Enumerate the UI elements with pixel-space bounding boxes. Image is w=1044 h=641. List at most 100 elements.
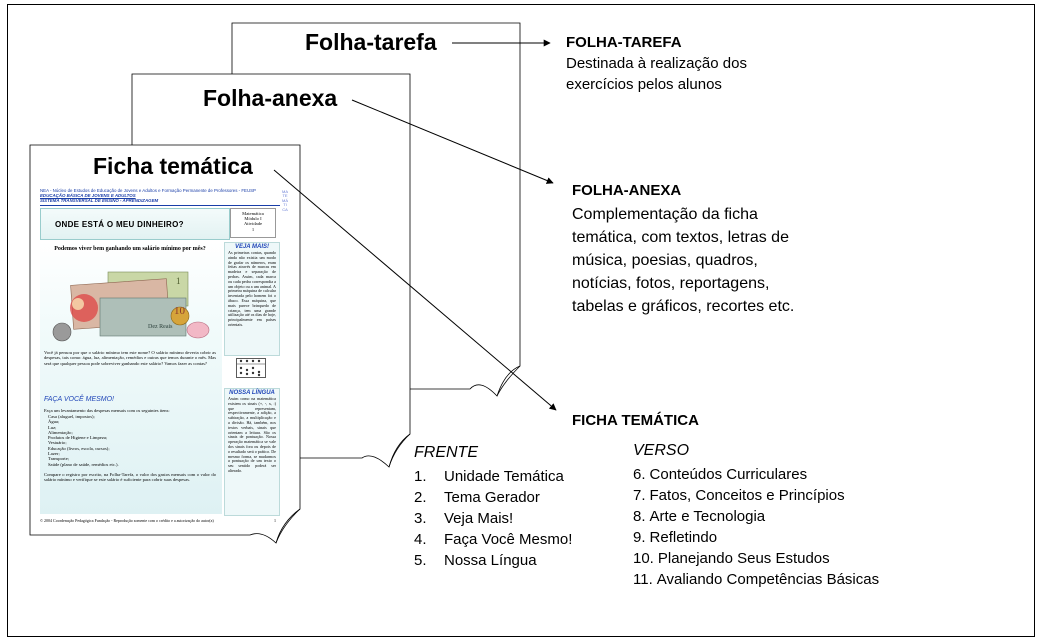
frente-heading: FRENTE [414,444,478,461]
preview-veja-heading: VEJA MAIS! [234,244,270,250]
list-item: 7.Fatos, Conceitos e Princípios [633,485,879,506]
preview-faca-item: Saúde (plano de saúde, remédios etc.). [48,461,119,467]
list-item-number: 3. [414,510,427,527]
preview-tag-line: Matemática [242,211,264,216]
list-item: 9.Refletindo [633,527,879,548]
list-item-number: 8. [633,508,646,525]
sheet-title-anexa: Folha-anexa [200,85,341,112]
preview-tag-line: 1 [251,226,255,232]
preview-side-strip: MATEMÁTICA [282,189,288,212]
annotation-anexa-body: Complementação da ficha temática, com te… [572,203,794,318]
annotation-line: música, poesias, quadros, [572,252,758,269]
preview-rule [40,205,280,206]
list-item: 4. Faça Você Mesmo! [414,529,572,550]
list-item-number: 7. [633,487,646,504]
annotation-line: tabelas e gráficos, recortes etc. [572,298,795,315]
preview-header-line: EDUCAÇÃO BÁSICA DE JOVENS E ADULTOS [40,193,136,198]
arrow-anexa [351,99,554,184]
preview-faca-item: Água; [48,419,60,425]
sheet-title-ficha: Ficha temática [90,153,256,180]
preview-header: NEA - Núcleo de Estudos de Educação de J… [40,188,280,203]
list-item-number: 10. [633,550,654,567]
preview-faca-item: Produtos de Higiene e Limpeza; [48,435,108,441]
diagram-frame [7,4,1035,637]
list-item: 11.Avaliando Competências Básicas [633,569,879,590]
preview-header-line: NEA - Núcleo de Estudos de Educação de J… [40,188,256,193]
preview-faca-item: Educação (livros, escola, cursos); [48,445,110,451]
list-item-label: Faça Você Mesmo! [444,531,573,548]
preview-veja-box: VEJA MAIS! As primeiras contas, quando a… [224,242,280,356]
preview-faca-item: Lazer; [48,451,60,457]
list-item-label: Conteúdos Curriculares [649,466,808,483]
preview-title: ONDE ESTÁ O MEU DINHEIRO? [55,220,184,229]
svg-text:1: 1 [176,276,181,286]
list-item-label: Nossa Língua [444,552,537,569]
preview-lead-question: Podemos viver bem ganhando um salário mí… [54,246,206,252]
annotation-line: Complementação da ficha [572,206,758,223]
abacus-icon [236,358,266,378]
list-item: 10.Planejando Seus Estudos [633,548,879,569]
preview-faca-list: Casa (aluguel, impostos); Água; Luz; Ali… [48,414,216,467]
svg-text:Dez Reais: Dez Reais [148,324,173,330]
list-item: 1. Unidade Temática [414,466,572,487]
preview-faca-intro: Faça um levantamento das despesas mensai… [44,408,170,413]
list-item: 5. Nossa Língua [414,550,572,571]
annotation-line: exercícios pelos alunos [566,76,722,93]
preview-nossa-heading: NOSSA LÍNGUA [229,390,275,396]
preview-nossa-box: NOSSA LÍNGUA Assim como na matemática ex… [224,388,280,516]
list-item-label: Tema Gerador [444,489,540,506]
verso-list: 6.Conteúdos Curriculares 7.Fatos, Concei… [633,464,879,590]
list-item-label: Avaliando Competências Básicas [656,571,880,588]
arrow-ficha [273,169,557,411]
preview-faca-item: Alimentação; [48,429,73,435]
annotation-anexa-title: FOLHA-ANEXA [572,182,682,199]
preview-faca-heading: FAÇA VOCÊ MESMO! [44,396,115,403]
preview-footer: © 2004 Coordenação Pedagógica Fundação -… [40,518,280,523]
preview-header-line: SISTEMA TRANSVERSAL DE ENSINO - APRENDIZ… [40,198,159,203]
list-item-label: Arte e Tecnologia [649,508,766,525]
list-item-number: 5. [414,552,427,569]
frente-list: 1. Unidade Temática 2. Tema Gerador 3. Veja… [414,466,572,571]
preview-nossa-text: Assim como na matemática existem os sina… [228,396,276,473]
preview-faca-closing: Compare o registro por escrito, na Folha… [44,472,216,483]
preview-tag-line: Atividade [243,221,263,227]
preview-page-number: 1 [274,518,276,523]
list-item-label: Refletindo [649,529,718,546]
annotation-line: temática, com textos, letras de [572,229,789,246]
list-item-number: 6. [633,466,646,483]
preview-veja-text: As primeiras contas, quando ainda não ex… [228,250,276,327]
list-item: 8.Arte e Tecnologia [633,506,879,527]
list-item-number: 11. [633,571,653,588]
list-item-label: Unidade Temática [444,468,564,485]
list-item-label: Fatos, Conceitos e Princípios [649,487,845,504]
annotation-ficha-title: FICHA TEMÁTICA [572,412,699,429]
sheet-title-tarefa: Folha-tarefa [302,29,440,56]
list-item: 6.Conteúdos Curriculares [633,464,879,485]
list-item-number: 9. [633,529,646,546]
money-illustration: Dez Reais 1 10 [52,271,210,342]
preview-faca-item: Casa (aluguel, impostos); [48,414,95,419]
preview-intro-paragraph: Você já pensou por que o salário mínimo … [44,350,216,366]
verso-heading: VERSO [633,442,690,459]
ficha-page-preview: NEA - Núcleo de Estudos de Educação de J… [40,188,288,532]
preview-title-box: ONDE ESTÁ O MEU DINHEIRO? [40,208,230,240]
annotation-line: Destinada à realização dos [566,55,747,72]
list-item-number: 1. [414,468,427,485]
annotation-tarefa-title: FOLHA-TAREFA [566,34,682,51]
preview-main-panel: Podemos viver bem ganhando um salário mí… [40,242,222,514]
list-item: 2. Tema Gerador [414,487,572,508]
annotation-line: notícias, fotos, reportagens, [572,275,770,292]
preview-faca-item: Vestuário; [48,440,67,446]
list-item-label: Veja Mais! [444,510,514,527]
preview-footer-text: © 2004 Coordenação Pedagógica Fundação -… [40,518,214,523]
preview-faca-item: Transporte; [48,456,70,462]
list-item-number: 2. [414,489,427,506]
list-item: 3. Veja Mais! [414,508,572,529]
preview-tag-line: Módulo I [244,216,262,222]
list-item-number: 4. [414,531,427,548]
preview-tag-box: Matemática Módulo I Atividade 1 [230,208,276,238]
annotation-tarefa-body: Destinada à realização dos exercícios pe… [566,53,747,95]
svg-text:10: 10 [174,305,186,317]
preview-faca-item: Luz; [48,424,57,430]
list-item-label: Planejando Seus Estudos [657,550,830,567]
